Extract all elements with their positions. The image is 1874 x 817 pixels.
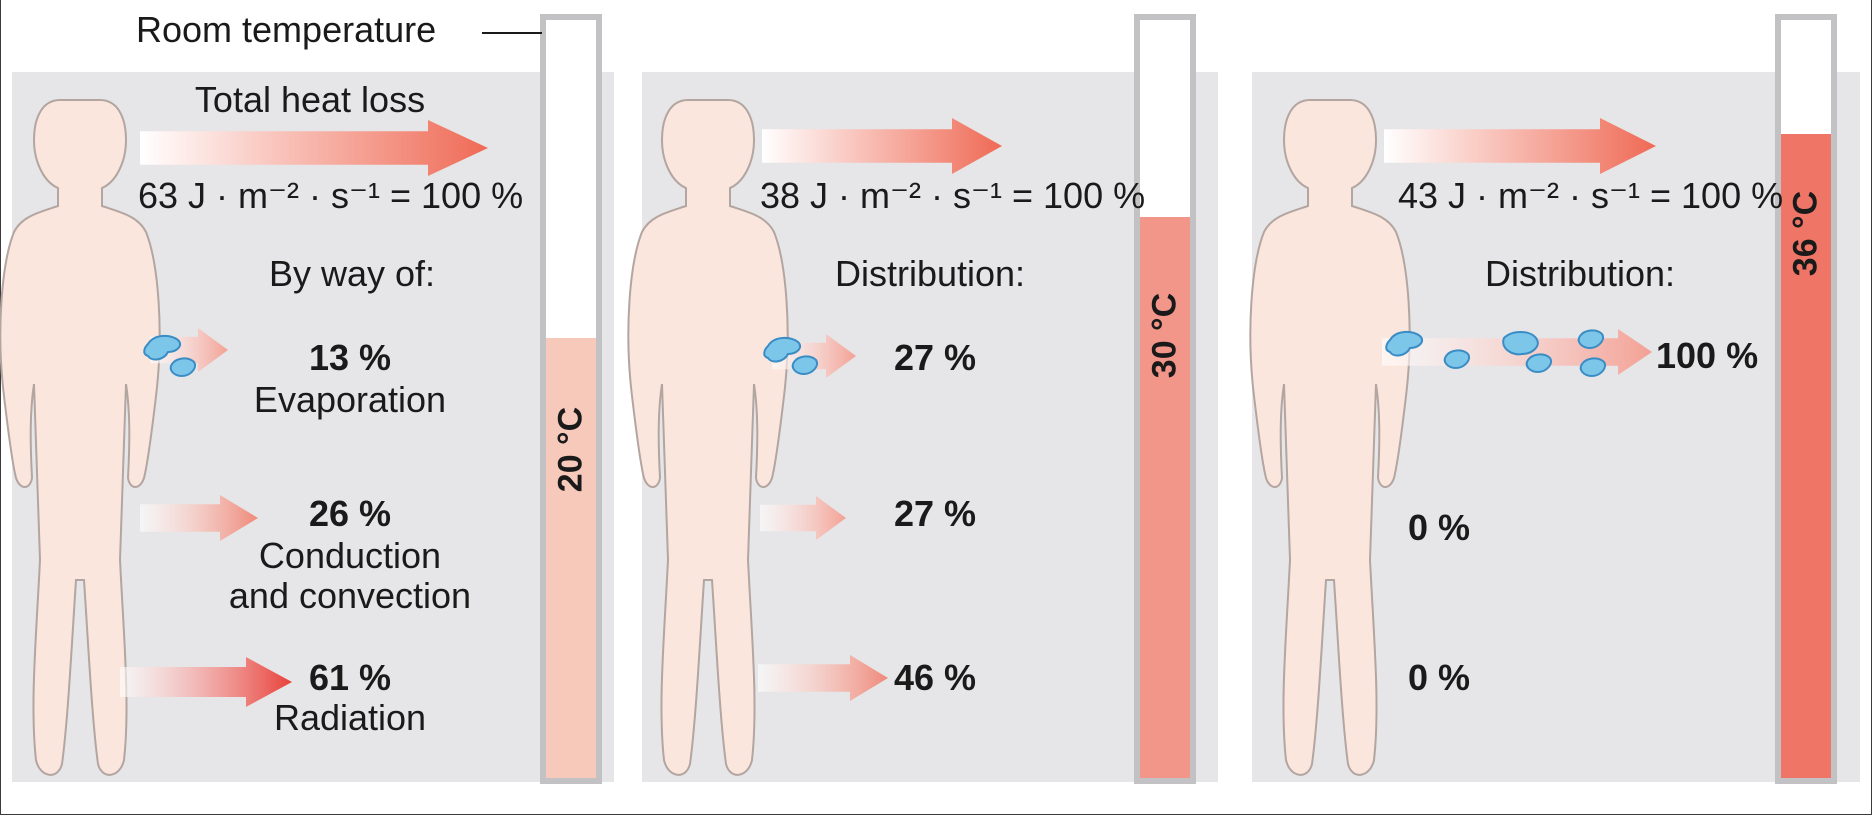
distribution-heading-room-30: Distribution: bbox=[834, 253, 1026, 294]
thermometer-fill-room-30 bbox=[1140, 217, 1190, 778]
percent-evaporation-room-20: 13 % bbox=[308, 337, 392, 378]
thermometer-room-20: 20 °C bbox=[540, 14, 602, 784]
sweat-drop-icon bbox=[1579, 357, 1606, 378]
body-silhouette-room-20 bbox=[0, 99, 161, 776]
total-heat-loss-arrow-room-36 bbox=[1384, 118, 1656, 174]
sweat-drop-icon bbox=[1385, 330, 1424, 357]
percent-radiation-room-36: 0 % bbox=[1408, 657, 1471, 698]
percent-evaporation-room-36: 100 % bbox=[1656, 335, 1759, 376]
radiation-arrow-room-30 bbox=[758, 655, 888, 701]
sweat-drop-icon bbox=[1443, 349, 1470, 370]
percent-conduction-room-36: 0 % bbox=[1408, 507, 1471, 548]
thermometer-label-room-20: 20 °C bbox=[551, 406, 590, 493]
percent-conduction-room-20: 26 % bbox=[308, 493, 392, 534]
total-formula-room-30: 38 J · m⁻² · s⁻¹ = 100 % bbox=[760, 175, 1146, 216]
total-formula-room-20: 63 J · m⁻² · s⁻¹ = 100 % bbox=[138, 175, 524, 216]
sweat-drop-icon bbox=[1577, 329, 1604, 350]
thermometer-fill-room-20 bbox=[546, 338, 596, 778]
distribution-heading-room-36: Distribution: bbox=[1484, 253, 1676, 294]
percent-conduction-room-30: 27 % bbox=[894, 493, 977, 534]
caption-and-convection: and convection bbox=[228, 575, 472, 616]
thermometer-room-36: 36 °C bbox=[1775, 14, 1837, 784]
caption-evaporation: Evaporation bbox=[253, 379, 447, 420]
body-silhouette-room-36 bbox=[1249, 99, 1411, 776]
total-heat-loss-heading: Total heat loss bbox=[194, 79, 426, 120]
sweat-drop-icon bbox=[143, 334, 182, 361]
percent-radiation-room-30: 46 % bbox=[894, 657, 977, 698]
percent-radiation-room-20: 61 % bbox=[308, 657, 392, 698]
thermometer-fill-room-36 bbox=[1781, 133, 1831, 778]
total-heat-loss-arrow-room-20 bbox=[140, 120, 488, 176]
conduction-arrow-room-20 bbox=[140, 495, 258, 541]
sweat-drop-icon bbox=[1502, 331, 1539, 356]
total-heat-loss-arrow-room-30 bbox=[762, 118, 1002, 174]
sweat-drop-icon bbox=[791, 355, 818, 376]
sweat-drop-icon bbox=[763, 336, 802, 363]
radiation-arrow-room-20 bbox=[120, 657, 292, 707]
thermometer-room-30: 30 °C bbox=[1134, 14, 1196, 784]
conduction-arrow-room-30 bbox=[760, 496, 846, 540]
room-temperature-label: Room temperature bbox=[136, 9, 437, 50]
distribution-heading-room-20: By way of: bbox=[268, 253, 436, 294]
room-temperature-leader-line bbox=[482, 32, 542, 34]
thermometer-label-room-36: 36 °C bbox=[1786, 190, 1825, 277]
sweat-drop-icon bbox=[1525, 353, 1552, 374]
caption-radiation: Radiation bbox=[273, 697, 427, 738]
sweat-drop-icon bbox=[169, 357, 196, 378]
percent-evaporation-room-30: 27 % bbox=[894, 337, 977, 378]
thermometer-label-room-30: 30 °C bbox=[1145, 292, 1184, 379]
total-formula-room-36: 43 J · m⁻² · s⁻¹ = 100 % bbox=[1398, 175, 1784, 216]
caption-conduction: Conduction bbox=[258, 535, 442, 576]
body-silhouette-room-30 bbox=[627, 99, 789, 776]
